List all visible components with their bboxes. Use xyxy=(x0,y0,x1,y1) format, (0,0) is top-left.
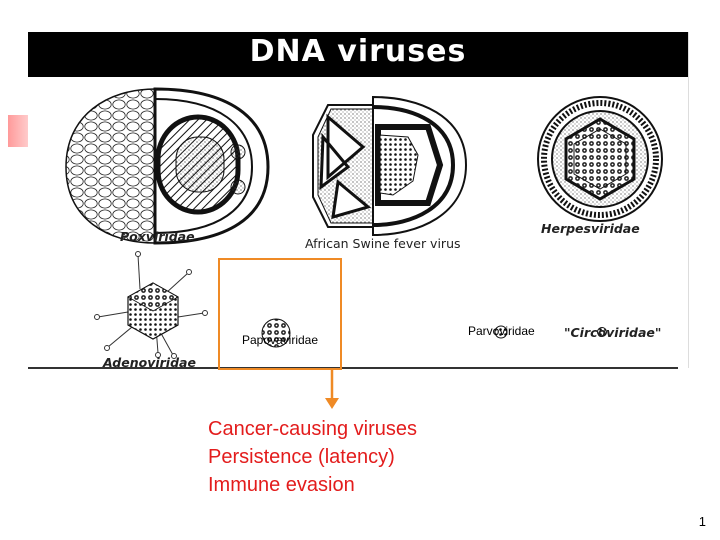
label-circoviridae: "Circoviridae" xyxy=(564,325,662,340)
note-item: Persistence (latency) xyxy=(208,446,395,468)
asfv-illustration xyxy=(312,95,468,237)
label-herpesviridae: Herpesviridae xyxy=(541,221,640,236)
poxviridae-illustration xyxy=(65,87,270,245)
label-adenoviridae: Adenoviridae xyxy=(103,355,196,370)
note-item: Immune evasion xyxy=(208,474,355,496)
label-african-swine-fever: African Swine fever virus xyxy=(305,236,461,251)
parvoviridae-illustration xyxy=(494,325,508,339)
label-parvoviridae: Parvoviridae xyxy=(468,324,535,338)
slide-title: DNA viruses xyxy=(249,34,467,69)
figure-baseline xyxy=(28,367,678,369)
papovaviridae-illustration xyxy=(261,318,291,348)
virus-illustrations xyxy=(65,87,663,359)
adenoviridae-illustration xyxy=(94,251,208,359)
herpesviridae-illustration xyxy=(537,96,663,222)
title-bar: DNA viruses xyxy=(28,32,688,77)
label-papovaviridae: Papovaviridae xyxy=(241,333,319,347)
circoviridae-illustration xyxy=(597,327,607,337)
dna-virus-figure: DNA viruses xyxy=(28,32,689,370)
notes-list: Cancer-causing viruses Persistence (late… xyxy=(208,415,417,499)
slide-accent-decoration xyxy=(8,115,30,147)
papovaviridae-highlight-box: Papovaviridae xyxy=(218,258,342,370)
page-number: 1 xyxy=(698,514,706,529)
label-poxviridae: Poxviridae xyxy=(120,229,195,244)
note-item: Cancer-causing viruses xyxy=(208,418,417,440)
arrow-down-icon xyxy=(325,368,339,409)
